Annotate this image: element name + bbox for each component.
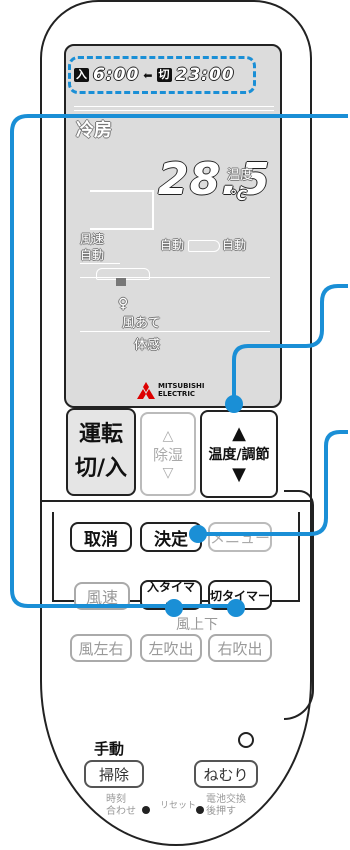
lcd-divider [80,331,270,332]
up-arrow-icon: △ [162,427,174,444]
on-timer-badge: 入 [74,68,89,82]
lcd-divider [80,263,120,264]
clean-button[interactable]: 掃除 [84,760,144,788]
run-button[interactable]: 運転 切/入 [66,408,136,496]
cancel-button[interactable]: 取消 [70,522,132,552]
person-icon: ♀ [118,296,129,312]
lcd-divider [74,106,274,107]
off-timer-button[interactable]: 切タイマー [208,580,272,610]
on-timer-time: 6:00 [93,65,140,85]
brand-name: MITSUBISHI ELECTRIC [158,382,205,398]
off-timer-time: 23:00 [175,65,235,85]
mitsubishi-logo-icon [137,382,155,399]
up-arrow-icon: ▲ [232,423,246,444]
callout-dot-icon [165,599,183,617]
down-arrow-icon: ▼ [232,464,246,485]
left-blow-button[interactable]: 左吹出 [140,634,202,662]
battery-change-label: 電池交換 後押す [206,794,246,817]
indicator-lamp [238,732,254,748]
reset-button[interactable] [196,806,204,814]
dehumidify-button[interactable]: △ 除湿 ▽ [140,412,196,496]
menu-button[interactable]: メニュー [208,522,272,552]
fan-speed-label: 風速 [80,232,105,246]
vane-auto-right: 自動 [222,238,247,252]
vane-auto-left: 自動 [160,238,185,252]
fan-speed-button[interactable]: 風速 [74,582,130,610]
wind-hit-label: 風あて [122,316,161,331]
callout-dot-icon [189,525,207,543]
down-arrow-icon: ▽ [162,464,174,481]
lcd-divider [80,277,270,278]
temp-adjust-button[interactable]: ▲ 温度/調節 ▼ [200,410,278,498]
reset-label: リセット [160,801,197,811]
vane-icon [188,240,220,252]
timer-arrow-icon: ⬅ [143,68,153,82]
clock-set-button[interactable] [142,806,150,814]
temperature-unit: ℃ [230,188,248,204]
timer-display [68,56,256,94]
clock-set-label: 時刻 合わせ [106,794,136,817]
lower-panel [40,500,312,848]
lcd-blank-box [90,190,154,230]
vane-lr-button[interactable]: 風左右 [70,634,132,662]
callout-dot-icon [227,599,245,617]
right-blow-button[interactable]: 右吹出 [208,634,272,662]
airflow-icon [116,278,126,286]
manual-label: 手動 [94,740,125,758]
fan-speed-auto: 自動 [80,248,105,262]
feel-label: 体感 [134,338,161,353]
vane-updown-label: 風上下 [176,617,218,633]
off-timer-badge: 切 [156,68,172,82]
sleep-button[interactable]: ねむり [194,760,258,788]
timer-row: 入 6:00 ⬅ 切 23:00 [74,64,254,86]
lcd-divider [74,110,274,111]
callout-dot-icon [225,395,243,413]
temperature-label: 温度 [227,168,254,183]
temperature-value: 28.5 [158,154,271,205]
mode-indicator: 冷房 [76,120,112,141]
